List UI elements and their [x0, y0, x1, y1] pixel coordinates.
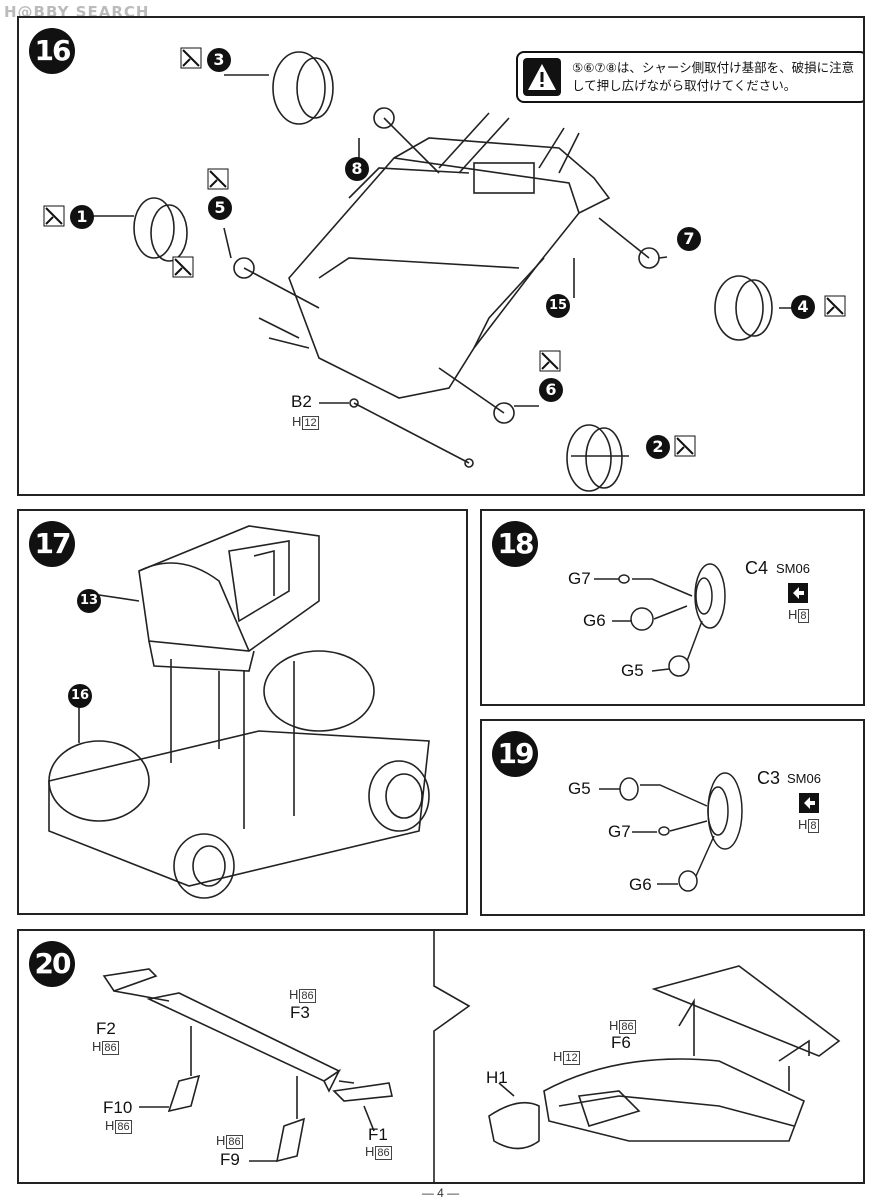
warning-text: ⑤⑥⑦⑧は、シャーシ側取付け基部を、破損に注意して押し広げながら取付けてください… [572, 60, 855, 93]
h-number: 8 [808, 819, 819, 833]
h-prefix: H [609, 1018, 619, 1033]
subassembly-13-marker: 13 [77, 589, 101, 613]
part-g7-label: G7 [568, 569, 591, 588]
h-number: 86 [226, 1135, 243, 1149]
paint-icon [788, 583, 808, 603]
cement-icon [43, 205, 65, 227]
part-b2-label: B2 [291, 392, 312, 411]
page-number: — 4 — [421, 1186, 460, 1200]
h-prefix: H [289, 987, 299, 1002]
h-prefix: H [292, 414, 302, 429]
part-g7-label: G7 [608, 822, 631, 841]
rear-wing-drawing [102, 931, 841, 1182]
step-17-badge: 17 [29, 521, 75, 567]
panel-step-17: 17 13 16 [17, 509, 468, 915]
part-g5-label: G5 [621, 661, 644, 680]
step-20-badge: 20 [29, 941, 75, 987]
h-number: 86 [375, 1146, 392, 1160]
part-c3-code: SM06 [787, 771, 821, 786]
step-16-badge: 16 [29, 28, 75, 74]
body-on-chassis-drawing [48, 525, 430, 899]
h-number: 8 [798, 609, 809, 623]
cement-icon [207, 168, 229, 190]
cement-icon [180, 47, 202, 69]
part-f6-label: F6 [611, 1033, 631, 1052]
h-number: 86 [299, 989, 316, 1003]
h-number: 12 [563, 1051, 580, 1065]
part-g5-label: G5 [568, 779, 591, 798]
h-prefix: H [216, 1133, 226, 1148]
part-g6-label: G6 [583, 611, 606, 630]
cement-icon [172, 256, 194, 278]
h-number: 86 [619, 1020, 636, 1034]
subassembly-16-marker: 16 [68, 684, 92, 708]
part-f1-label: F1 [368, 1125, 388, 1144]
part-c3-label: C3 [757, 768, 781, 788]
part-c4-code: SM06 [776, 561, 810, 576]
step-18-badge: 18 [492, 521, 538, 567]
part-15-marker: 15 [546, 294, 570, 318]
part-5-marker: 5 [208, 196, 232, 220]
part-f3-label: F3 [290, 1003, 310, 1022]
part-6-marker: 6 [539, 378, 563, 402]
part-3-marker: 3 [207, 48, 231, 72]
paint-icon [799, 793, 819, 813]
h-number: 86 [115, 1120, 132, 1134]
panel-step-16: 16 ⑤⑥⑦⑧は、シャーシ側取付け基部を、破損に注意して押し広げながら取付けてく… [17, 16, 865, 496]
warning-box: ⑤⑥⑦⑧は、シャーシ側取付け基部を、破損に注意して押し広げながら取付けてください… [516, 51, 863, 103]
chassis-drawing [89, 51, 809, 492]
h-prefix: H [798, 817, 808, 832]
part-h1-label: H1 [486, 1068, 508, 1087]
h-number: 12 [302, 416, 319, 430]
h-prefix: H [92, 1039, 102, 1054]
part-f9-label: F9 [220, 1150, 240, 1169]
part-f10-label: F10 [103, 1098, 133, 1117]
h-prefix: H [365, 1144, 375, 1159]
part-c4-label: C4 [745, 558, 769, 578]
h-prefix: H [788, 607, 798, 622]
cement-icon [539, 350, 561, 372]
part-4-marker: 4 [791, 295, 815, 319]
cement-icon [674, 435, 696, 457]
cement-icon [824, 295, 846, 317]
h-number: 86 [102, 1041, 119, 1055]
h-prefix: H [105, 1118, 115, 1133]
part-1-marker: 1 [70, 205, 94, 229]
warning-icon [523, 58, 561, 96]
part-2-marker: 2 [646, 435, 670, 459]
wheel-cap-drawing-18 [594, 563, 726, 677]
part-7-marker: 7 [677, 227, 701, 251]
step-19-badge: 19 [492, 731, 538, 777]
part-8-marker: 8 [345, 157, 369, 181]
part-g6-label: G6 [629, 875, 652, 894]
h-prefix: H [553, 1049, 563, 1064]
wheel-cap-drawing-19 [599, 772, 743, 892]
part-f2-label: F2 [96, 1019, 116, 1038]
